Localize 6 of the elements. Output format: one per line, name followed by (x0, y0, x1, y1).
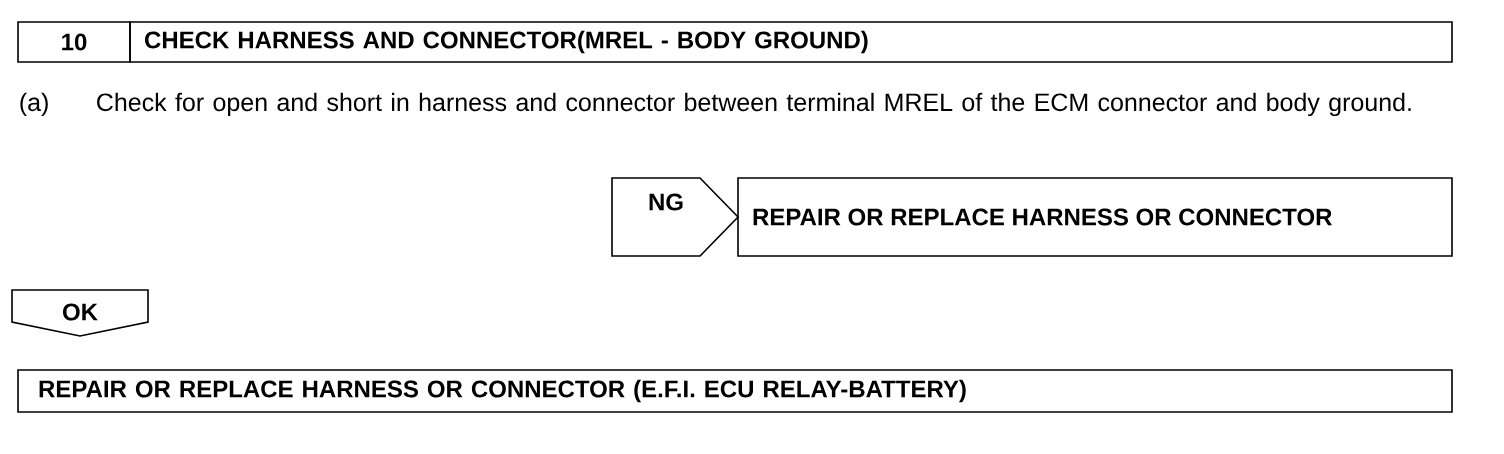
item-marker: (a) (20, 92, 48, 117)
action-box: REPAIR OR REPLACE HARNESS OR CONNECTOR (E.F.I. ECU RELAY-BATTERY) (17, 369, 1453, 413)
instruction-text: Check for open and short in harness and connector between terminal MREL of the ECM connector and body ground. (97, 92, 1411, 117)
action-box: REPAIR OR REPLACE HARNESS OR CONNECTOR (737, 177, 1453, 257)
step-title-box: CHECK HARNESS AND CONNECTOR(MREL - BODY GROUND) (129, 21, 1453, 63)
step-number-box: 10 (17, 21, 131, 63)
